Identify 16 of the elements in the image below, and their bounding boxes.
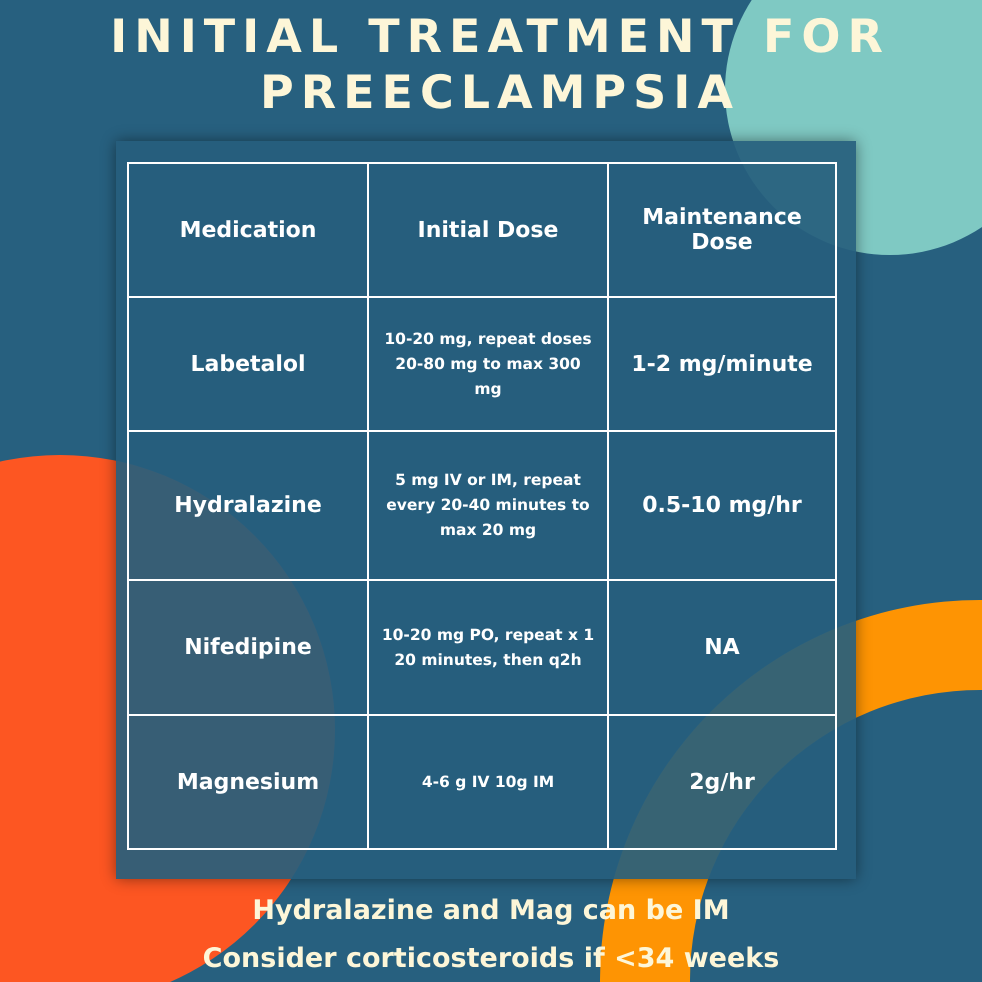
column-header: Medication [128, 163, 368, 297]
column-header: Initial Dose [368, 163, 608, 297]
column-header: Maintenance Dose [608, 163, 836, 297]
table-cell: 5 mg IV or IM, repeat every 20-40 minutes to max 20 mg [368, 431, 608, 580]
title: INITIAL TREATMENT FOR PREECLAMPSIA [109, 8, 891, 120]
table-cell: 4-6 g IV 10g IM [368, 715, 608, 849]
row-header: Nifedipine [128, 580, 368, 715]
table-cell: 1-2 mg/minute [608, 297, 836, 431]
table-cell: 0.5-10 mg/hr [608, 431, 836, 580]
row-header: Hydralazine [128, 431, 368, 580]
table-cell: 2g/hr [608, 715, 836, 849]
table-cell: NA [608, 580, 836, 715]
row-header: Magnesium [128, 715, 368, 849]
table-cell: 10-20 mg PO, repeat x 1 20 minutes, then q2h [368, 580, 608, 715]
row-header: Labetalol [128, 297, 368, 431]
table-cell: 10-20 mg, repeat doses 20-80 mg to max 300 mg [368, 297, 608, 431]
